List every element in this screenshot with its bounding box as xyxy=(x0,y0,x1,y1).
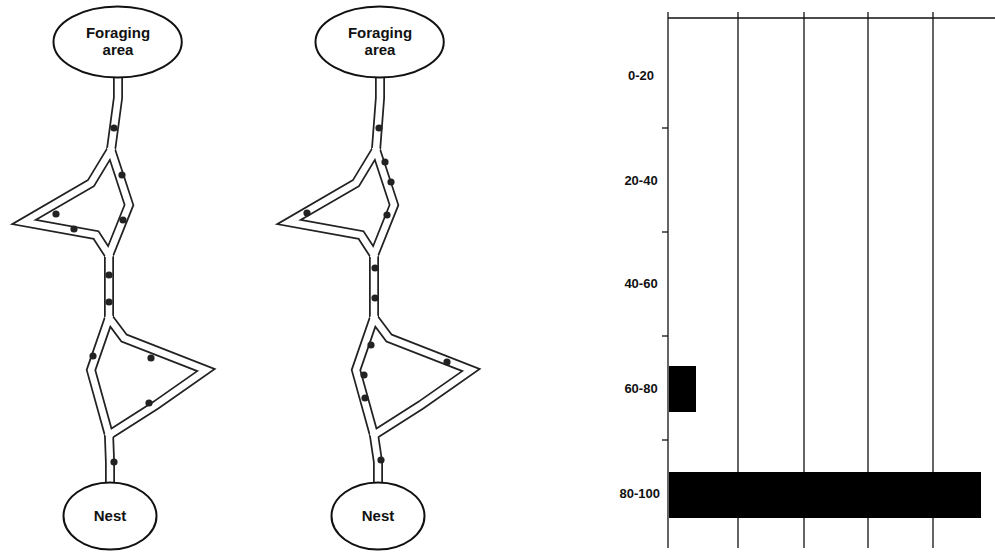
grid-line xyxy=(867,12,868,548)
ant-dot xyxy=(383,211,390,218)
category-label: 20-40 xyxy=(624,173,657,188)
trail-outline xyxy=(289,78,471,482)
ant-dot xyxy=(303,209,310,216)
ant-dot xyxy=(371,264,378,271)
ant-dot xyxy=(70,225,77,232)
ant-dot xyxy=(110,124,117,131)
grid-line xyxy=(803,12,804,548)
ant-dot xyxy=(118,171,125,178)
trail-inside xyxy=(289,78,471,482)
axis-tick xyxy=(662,231,668,232)
node-label: Nest xyxy=(362,508,395,525)
category-label: 40-60 xyxy=(624,276,657,291)
ant-dot xyxy=(105,298,112,305)
category-label: 0-20 xyxy=(628,68,654,83)
ant-trail xyxy=(289,78,471,482)
ant-dot xyxy=(381,158,388,165)
ant-dot xyxy=(360,371,367,378)
chart-axis xyxy=(667,12,668,548)
ant-dot xyxy=(147,354,154,361)
ant-dot xyxy=(377,456,384,463)
axis-tick xyxy=(662,439,668,440)
node-label: Foraging area xyxy=(76,25,160,59)
node-label: Foraging area xyxy=(338,25,422,59)
chart-top-line xyxy=(668,17,995,18)
ant-trail xyxy=(24,78,206,482)
ant-dot xyxy=(145,399,152,406)
ant-dot xyxy=(375,124,382,131)
grid-line xyxy=(932,12,933,548)
foraging-ellipse: Foraging area xyxy=(314,5,445,79)
ant-dot xyxy=(110,458,117,465)
ant-dot xyxy=(367,341,374,348)
ant-dot xyxy=(89,352,96,359)
nest-ellipse: Nest xyxy=(330,481,426,551)
axis-tick xyxy=(662,127,668,128)
nest-ellipse: Nest xyxy=(62,481,158,551)
trail-outline xyxy=(24,78,206,482)
ant-dot xyxy=(443,358,450,365)
foraging-ellipse: Foraging area xyxy=(52,5,183,79)
ant-dot xyxy=(371,294,378,301)
grid-line xyxy=(737,12,738,548)
ant-dot xyxy=(52,210,59,217)
bar xyxy=(669,472,981,518)
ant-dot xyxy=(105,271,112,278)
axis-tick xyxy=(662,335,668,336)
trail-inside xyxy=(24,78,206,482)
ant-dot xyxy=(119,216,126,223)
category-label: 60-80 xyxy=(624,381,657,396)
category-label: 80-100 xyxy=(620,486,660,501)
ant-dot xyxy=(361,394,368,401)
bar xyxy=(669,366,696,412)
ant-dot xyxy=(387,178,394,185)
node-label: Nest xyxy=(94,508,127,525)
